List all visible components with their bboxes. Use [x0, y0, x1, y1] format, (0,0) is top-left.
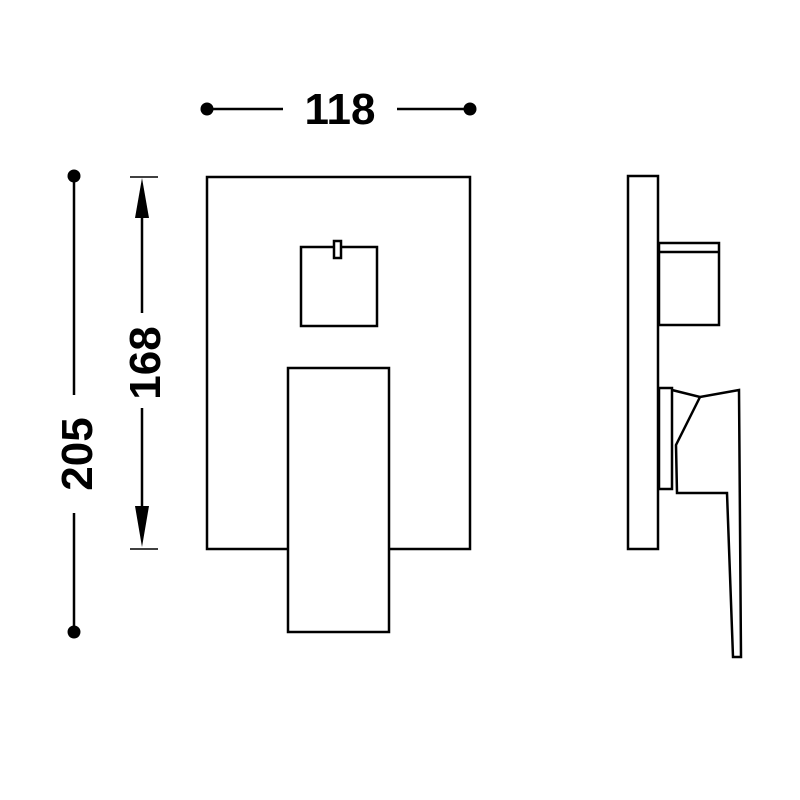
inner-dim-bottom-arrow — [135, 506, 149, 547]
side-lever-base — [657, 386, 674, 491]
total-height-dimension: 205 — [53, 169, 102, 639]
side-view — [626, 174, 743, 659]
inner-height-dimension: 168 — [121, 176, 170, 550]
width-dim-label: 118 — [305, 85, 376, 134]
inner-height-dim-label: 168 — [121, 326, 170, 399]
diverter-knob-indicator — [332, 239, 343, 260]
total-dim-bottom-dot — [67, 625, 81, 639]
width-dimension: 118 — [200, 85, 477, 134]
diverter-knob — [299, 245, 379, 328]
side-lever — [671, 388, 743, 659]
side-cover-plate — [626, 174, 660, 551]
side-knob — [657, 241, 721, 327]
total-height-dim-label: 205 — [53, 417, 102, 490]
width-dim-right-dot — [463, 102, 477, 116]
front-view — [205, 175, 472, 634]
mixer-lever — [286, 366, 391, 634]
inner-dim-top-arrow — [135, 178, 149, 218]
